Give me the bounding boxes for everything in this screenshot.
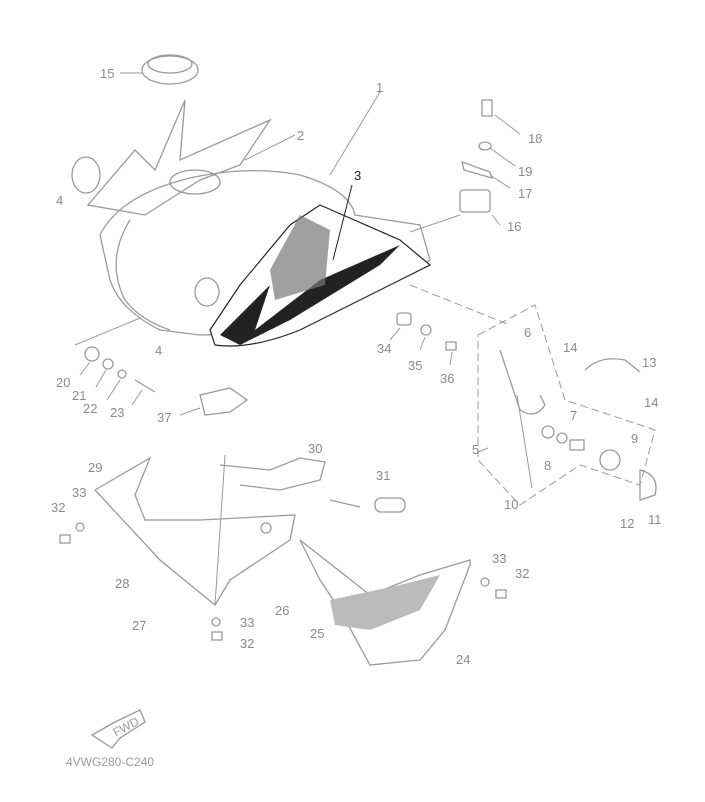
callout: 14 (563, 340, 577, 355)
callout: 17 (518, 186, 532, 201)
callout: 30 (308, 441, 322, 456)
callout: 25 (310, 626, 324, 641)
emblem (71, 156, 101, 194)
mount-fasteners-left (74, 317, 156, 406)
callout: 10 (504, 497, 518, 512)
callout: 29 (88, 460, 102, 475)
callout: 34 (377, 341, 391, 356)
small-parts-34-36 (389, 312, 457, 366)
callout: 13 (642, 355, 656, 370)
callout: 27 (132, 618, 146, 633)
fuel-cock-assembly (409, 284, 657, 506)
forward-arrow-icon: FWD (90, 709, 146, 749)
callout: 26 (275, 603, 289, 618)
callout: 20 (56, 375, 70, 390)
callout: 33 (72, 485, 86, 500)
callout: 6 (524, 325, 531, 340)
svg-text:FWD: FWD (111, 714, 142, 739)
protector-37 (199, 387, 249, 416)
callout: 7 (570, 408, 577, 423)
callout: 23 (110, 405, 124, 420)
callout: 22 (83, 401, 97, 416)
callout: 33 (492, 551, 506, 566)
diagram-code: 4VWG280-C240 (66, 755, 154, 769)
callout: 31 (376, 468, 390, 483)
callout: 32 (515, 566, 529, 581)
tank-graphic-decal (209, 184, 432, 347)
callout: 36 (440, 371, 454, 386)
callout: 33 (240, 615, 254, 630)
callout: 3 (354, 168, 361, 183)
callout: 14 (644, 395, 658, 410)
callout: 11 (648, 512, 662, 527)
fuel-cap (120, 54, 199, 85)
callout: 18 (528, 131, 542, 146)
callout: 28 (115, 576, 129, 591)
callout: 16 (507, 219, 521, 234)
callout: 21 (72, 388, 86, 403)
tank-side-cover-2 (86, 99, 296, 216)
callout: 4 (155, 343, 162, 358)
callout: 12 (620, 516, 634, 531)
callout-labels: 15 1 2 3 4 4 18 19 17 16 6 34 35 36 14 1… (51, 66, 662, 667)
tank-mount-parts (409, 99, 521, 233)
side-cover-left (59, 454, 406, 606)
callout: 24 (456, 652, 470, 667)
callout: 32 (240, 636, 254, 651)
callout: 1 (376, 80, 383, 95)
callout: 9 (631, 431, 638, 446)
callout: 8 (544, 458, 551, 473)
side-cover-right (211, 539, 507, 666)
callout: 4 (56, 193, 63, 208)
callout: 32 (51, 500, 65, 515)
fuel-tank (99, 91, 431, 336)
callout: 19 (518, 164, 532, 179)
callout: 2 (297, 128, 304, 143)
callout: 5 (472, 442, 479, 457)
callout: 37 (157, 410, 171, 425)
callout: 35 (408, 358, 422, 373)
callout: 15 (100, 66, 114, 81)
